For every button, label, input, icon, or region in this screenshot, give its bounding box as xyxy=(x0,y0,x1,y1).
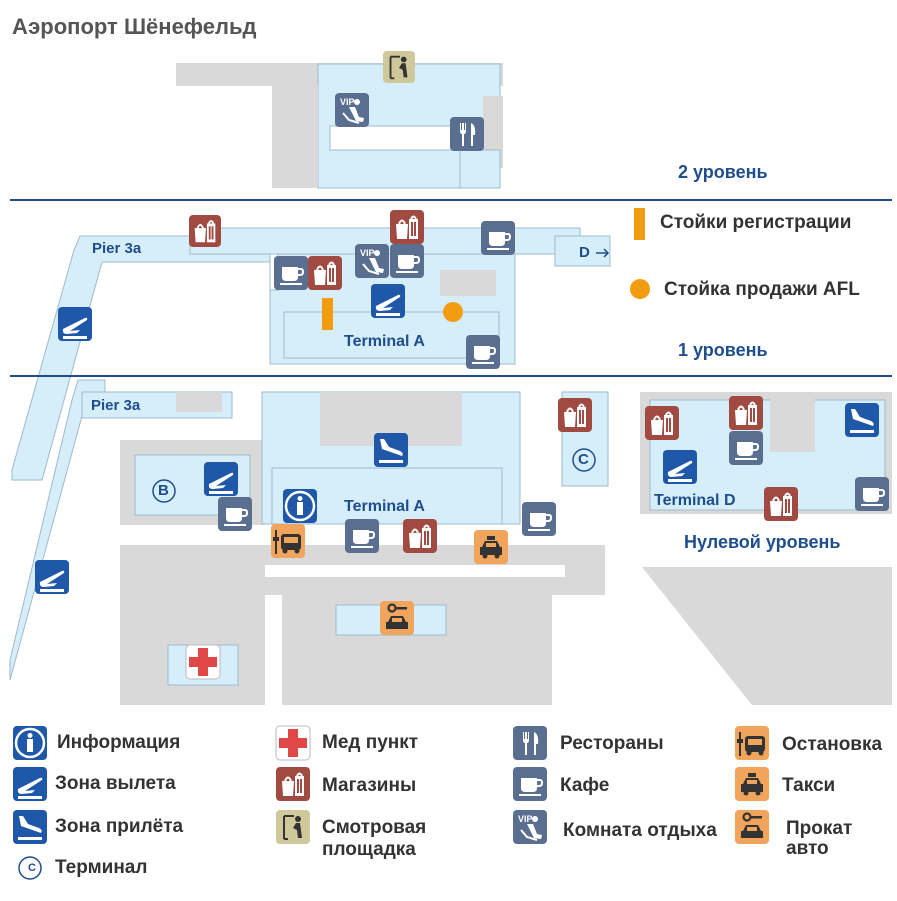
legend-observation-label-line1: Смотровая xyxy=(322,817,427,838)
cafe-icon[interactable] xyxy=(218,497,252,531)
arrivals-icon[interactable] xyxy=(845,403,879,437)
bus-stop-icon[interactable] xyxy=(271,524,305,558)
legend-taxi-icon xyxy=(735,767,769,801)
level-2-label: 2 уровень xyxy=(678,162,768,182)
legend-bus-stop-label: Остановка xyxy=(782,734,883,755)
gate-d-label: D xyxy=(579,244,590,261)
terminal-b-marker[interactable] xyxy=(152,479,176,503)
legend-terminal-letter: C xyxy=(28,862,36,874)
legend-restaurant-label: Рестораны xyxy=(560,733,664,754)
key-checkin-label: Стойки регистрации xyxy=(660,212,852,233)
legend-observation-deck-icon xyxy=(276,810,310,844)
shop-icon[interactable] xyxy=(308,256,342,290)
page-title: Аэропорт Шёнефельд xyxy=(12,14,257,39)
cafe-icon[interactable] xyxy=(274,256,308,290)
legend-vip-lounge-icon xyxy=(513,810,547,844)
departures-icon[interactable] xyxy=(204,462,238,496)
restaurant-icon[interactable] xyxy=(450,117,484,151)
cafe-icon[interactable] xyxy=(729,431,763,465)
legend-info-icon xyxy=(13,726,47,760)
vip-lounge-icon[interactable] xyxy=(355,244,389,278)
departures-icon[interactable] xyxy=(371,284,405,318)
terminal-c-marker-label: C xyxy=(578,451,589,468)
departures-icon[interactable] xyxy=(35,560,69,594)
legend-vip-lounge-label: Комната отдыха xyxy=(563,820,717,841)
terminal-c-marker[interactable] xyxy=(572,448,596,472)
legend-bus-stop-icon xyxy=(735,726,769,760)
terminal-a-label-level-0: Terminal A xyxy=(344,498,425,515)
cafe-icon[interactable] xyxy=(481,221,515,255)
legend-car-rental-label-line2: авто xyxy=(786,838,829,859)
info-icon[interactable] xyxy=(283,489,317,523)
shop-icon[interactable] xyxy=(390,210,424,244)
afl-sales-marker xyxy=(443,302,463,322)
observation-deck-icon[interactable] xyxy=(383,51,415,83)
legend-observation-label-line2: площадка xyxy=(322,839,416,860)
checkin-counter-marker xyxy=(322,298,333,330)
cafe-icon[interactable] xyxy=(855,477,889,511)
legend-medical-icon xyxy=(275,725,311,761)
terminal-d-label: Terminal D xyxy=(654,492,736,509)
key-afl-label: Стойка продажи AFL xyxy=(664,279,860,300)
shop-icon[interactable] xyxy=(729,396,763,430)
gate-d-arrow-icon xyxy=(596,248,610,258)
legend-arrivals-label: Зона прилёта xyxy=(55,816,184,837)
level-1-label: 1 уровень xyxy=(678,340,768,360)
pier-3a-label-level-0: Pier 3a xyxy=(91,397,141,414)
legend-terminal-icon xyxy=(18,856,42,880)
legend-info-label: Информация xyxy=(57,732,181,753)
legend-cafe-icon xyxy=(513,767,547,801)
legend-arrivals-icon xyxy=(13,810,47,844)
legend-terminal-label: Терминал xyxy=(55,857,148,878)
shop-icon[interactable] xyxy=(645,406,679,440)
cafe-icon[interactable] xyxy=(466,335,500,369)
key-afl-icon xyxy=(630,279,650,299)
legend-medical-label: Мед пункт xyxy=(322,732,419,753)
legend-departures-label: Зона вылета xyxy=(55,773,176,794)
key-checkin-icon xyxy=(634,208,645,240)
departures-icon[interactable] xyxy=(663,450,697,484)
legend-restaurant-icon xyxy=(513,726,547,760)
cafe-icon[interactable] xyxy=(345,519,379,553)
level-0-label: Нулевой уровень xyxy=(684,532,841,552)
legend-car-rental-label-line1: Прокат xyxy=(786,818,853,839)
shop-icon[interactable] xyxy=(764,487,798,521)
shop-icon[interactable] xyxy=(403,519,437,553)
cafe-icon[interactable] xyxy=(390,244,424,278)
cafe-icon[interactable] xyxy=(522,502,556,536)
legend-cafe-label: Кафе xyxy=(560,775,610,796)
medical-icon[interactable] xyxy=(185,644,221,680)
car-rental-icon[interactable] xyxy=(380,601,414,635)
shop-icon[interactable] xyxy=(189,215,221,247)
terminal-a-label-level-1: Terminal A xyxy=(344,333,425,350)
legend-taxi-label: Такси xyxy=(782,775,836,796)
legend-shop-label: Магазины xyxy=(322,775,417,796)
terminal-b-marker-label: B xyxy=(158,482,169,499)
pier-3a-label-level-1: Pier 3a xyxy=(92,240,142,257)
shop-icon[interactable] xyxy=(558,398,592,432)
arrivals-icon[interactable] xyxy=(374,433,408,467)
taxi-icon[interactable] xyxy=(474,530,508,564)
legend-departures-icon xyxy=(13,767,47,801)
departures-icon[interactable] xyxy=(58,307,92,341)
vip-lounge-icon[interactable] xyxy=(335,93,369,127)
legend-shop-icon xyxy=(276,767,310,801)
legend-car-rental-icon xyxy=(735,810,769,844)
